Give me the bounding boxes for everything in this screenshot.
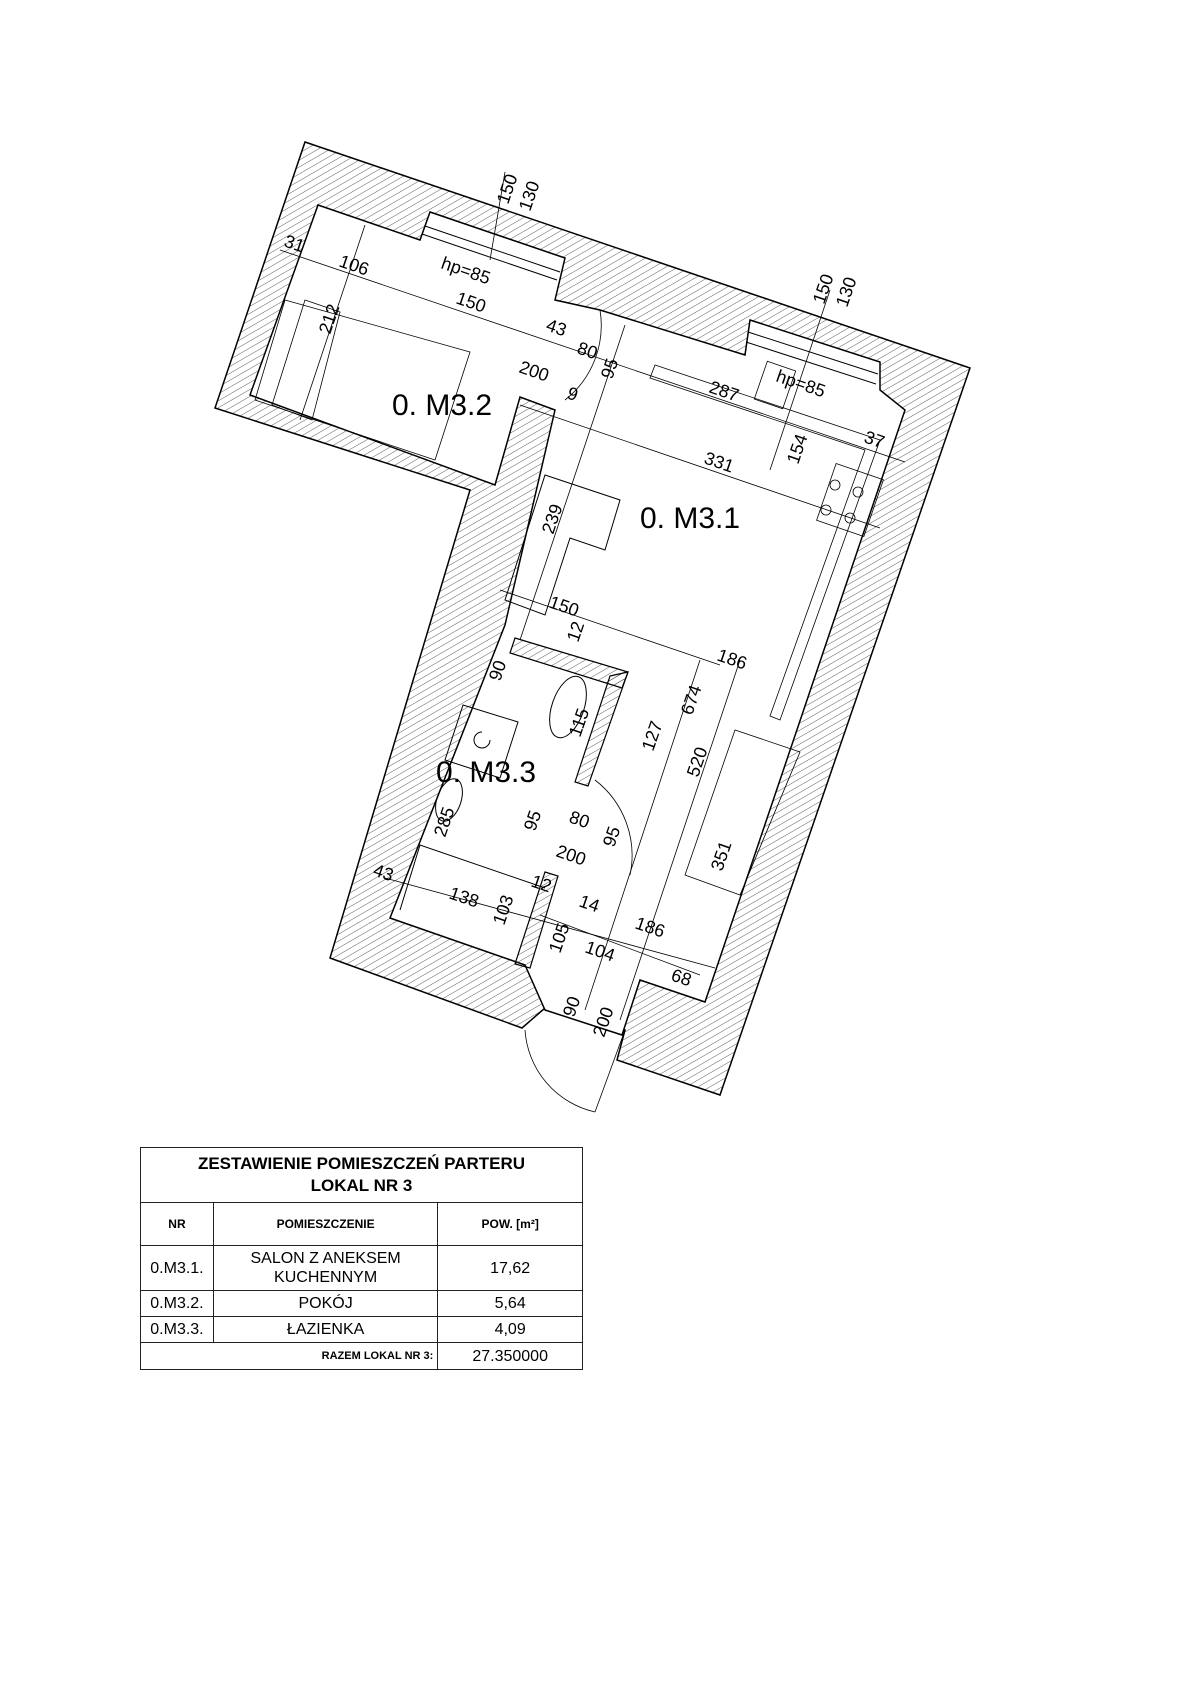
row-nr: 0.M3.2.	[140, 1290, 214, 1317]
window-left	[421, 211, 566, 281]
bed	[254, 299, 471, 461]
dimension-lines	[279, 171, 906, 1021]
sofa	[504, 474, 621, 616]
window-right	[745, 319, 881, 385]
kitchen-counter	[649, 360, 884, 721]
row-room: SALON Z ANEKSEM KUCHENNYM	[212, 1245, 439, 1291]
table-title-line2: LOKAL NR 3	[310, 1176, 413, 1195]
bathroom-wall-right	[574, 671, 629, 787]
header-nr: NR	[140, 1202, 214, 1246]
row-room: ŁAZIENKA	[212, 1316, 439, 1343]
table-total-row: RAZEM LOKAL NR 3: 27.350000	[139, 1342, 583, 1370]
row-area: 5,64	[437, 1290, 583, 1317]
bathroom-wall-bottom	[514, 871, 559, 969]
table-title: ZESTAWIENIE POMIESZCZEŃ PARTERU LOKAL NR…	[140, 1147, 583, 1203]
row-nr: 0.M3.3.	[140, 1316, 214, 1343]
bathroom-fixtures	[399, 675, 587, 911]
room-schedule-table: ZESTAWIENIE POMIESZCZEŃ PARTERU LOKAL NR…	[139, 1147, 583, 1370]
total-value: 27.350000	[437, 1342, 583, 1370]
table-row: 0.M3.1. SALON Z ANEKSEM KUCHENNYM 17,62	[140, 1245, 583, 1291]
row-nr: 0.M3.1.	[140, 1245, 214, 1291]
row-room: POKÓJ	[212, 1290, 439, 1317]
row-area: 17,62	[437, 1245, 583, 1291]
total-label: RAZEM LOKAL NR 3:	[139, 1342, 439, 1370]
table-title-line1: ZESTAWIENIE POMIESZCZEŃ PARTERU	[197, 1154, 526, 1173]
interior-space	[249, 204, 906, 1036]
floor-plan: 0. M3.2 0. M3.1 0. M3.3 150 130 31 106 h…	[214, 141, 971, 1113]
row-room-line1: SALON Z ANEKSEM	[250, 1250, 401, 1267]
header-area: POW. [m²]	[437, 1202, 583, 1246]
row-room-line2: KUCHENNYM	[274, 1269, 378, 1286]
room-label-m31: 0. M3.1	[640, 502, 740, 535]
header-room: POMIESZCZENIE	[212, 1202, 439, 1246]
bathtub	[684, 729, 801, 896]
room-label-m33: 0. M3.3	[436, 756, 536, 789]
door-swings	[524, 309, 633, 1113]
table-row: 0.M3.2. POKÓJ 5,64	[140, 1290, 583, 1317]
table-row: 0.M3.3. ŁAZIENKA 4,09	[140, 1316, 583, 1343]
row-area: 4,09	[437, 1316, 583, 1343]
room-label-m32: 0. M3.2	[392, 389, 492, 422]
